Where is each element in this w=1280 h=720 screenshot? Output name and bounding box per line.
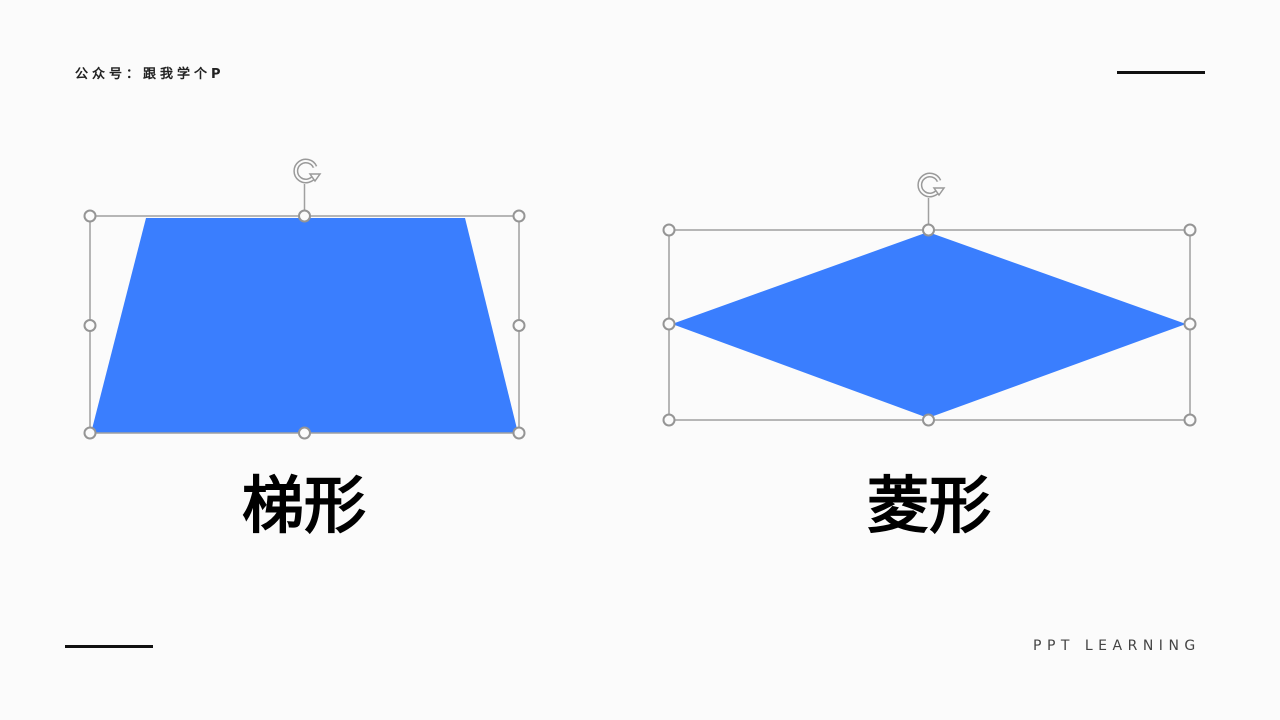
trapezoid-shape[interactable] [91,218,518,433]
rhombus-shape-group[interactable] [662,172,1197,427]
trapezoid-rotate-handle-icon[interactable] [293,158,322,184]
rhombus-handle-bottom-left[interactable] [662,413,676,427]
trapezoid-shape-group[interactable] [83,158,526,440]
trapezoid-label: 梯形 [241,469,366,542]
rhombus-handle-top-left[interactable] [662,223,676,237]
rhombus-handle-top-right[interactable] [1183,223,1197,237]
trapezoid-handle-bottom-center[interactable] [298,426,311,440]
trapezoid-handle-bottom-right[interactable] [512,426,526,440]
footer-brand-text: PPT LEARNING [1033,638,1201,654]
trapezoid-handle-top-right[interactable] [512,209,526,223]
rhombus-shape[interactable] [672,232,1186,418]
trapezoid-handle-top-left[interactable] [83,209,97,223]
header-account-text: 公众号：跟我学个P [75,67,225,82]
trapezoid-handle-bottom-left[interactable] [83,426,97,440]
rhombus-rotate-handle-icon[interactable] [917,172,946,198]
rhombus-handle-bottom-center[interactable] [922,413,935,427]
rhombus-handle-middle-left[interactable] [662,317,676,331]
top-decorative-rule [1117,71,1205,74]
bottom-decorative-rule [65,645,153,648]
rhombus-handle-bottom-right[interactable] [1183,413,1197,427]
rhombus-handle-top-center[interactable] [922,223,935,237]
rhombus-label: 菱形 [866,469,991,542]
trapezoid-handle-middle-right[interactable] [512,319,526,332]
trapezoid-handle-top-center[interactable] [298,209,311,223]
rhombus-handle-middle-right[interactable] [1183,317,1197,331]
trapezoid-handle-middle-left[interactable] [83,319,97,332]
